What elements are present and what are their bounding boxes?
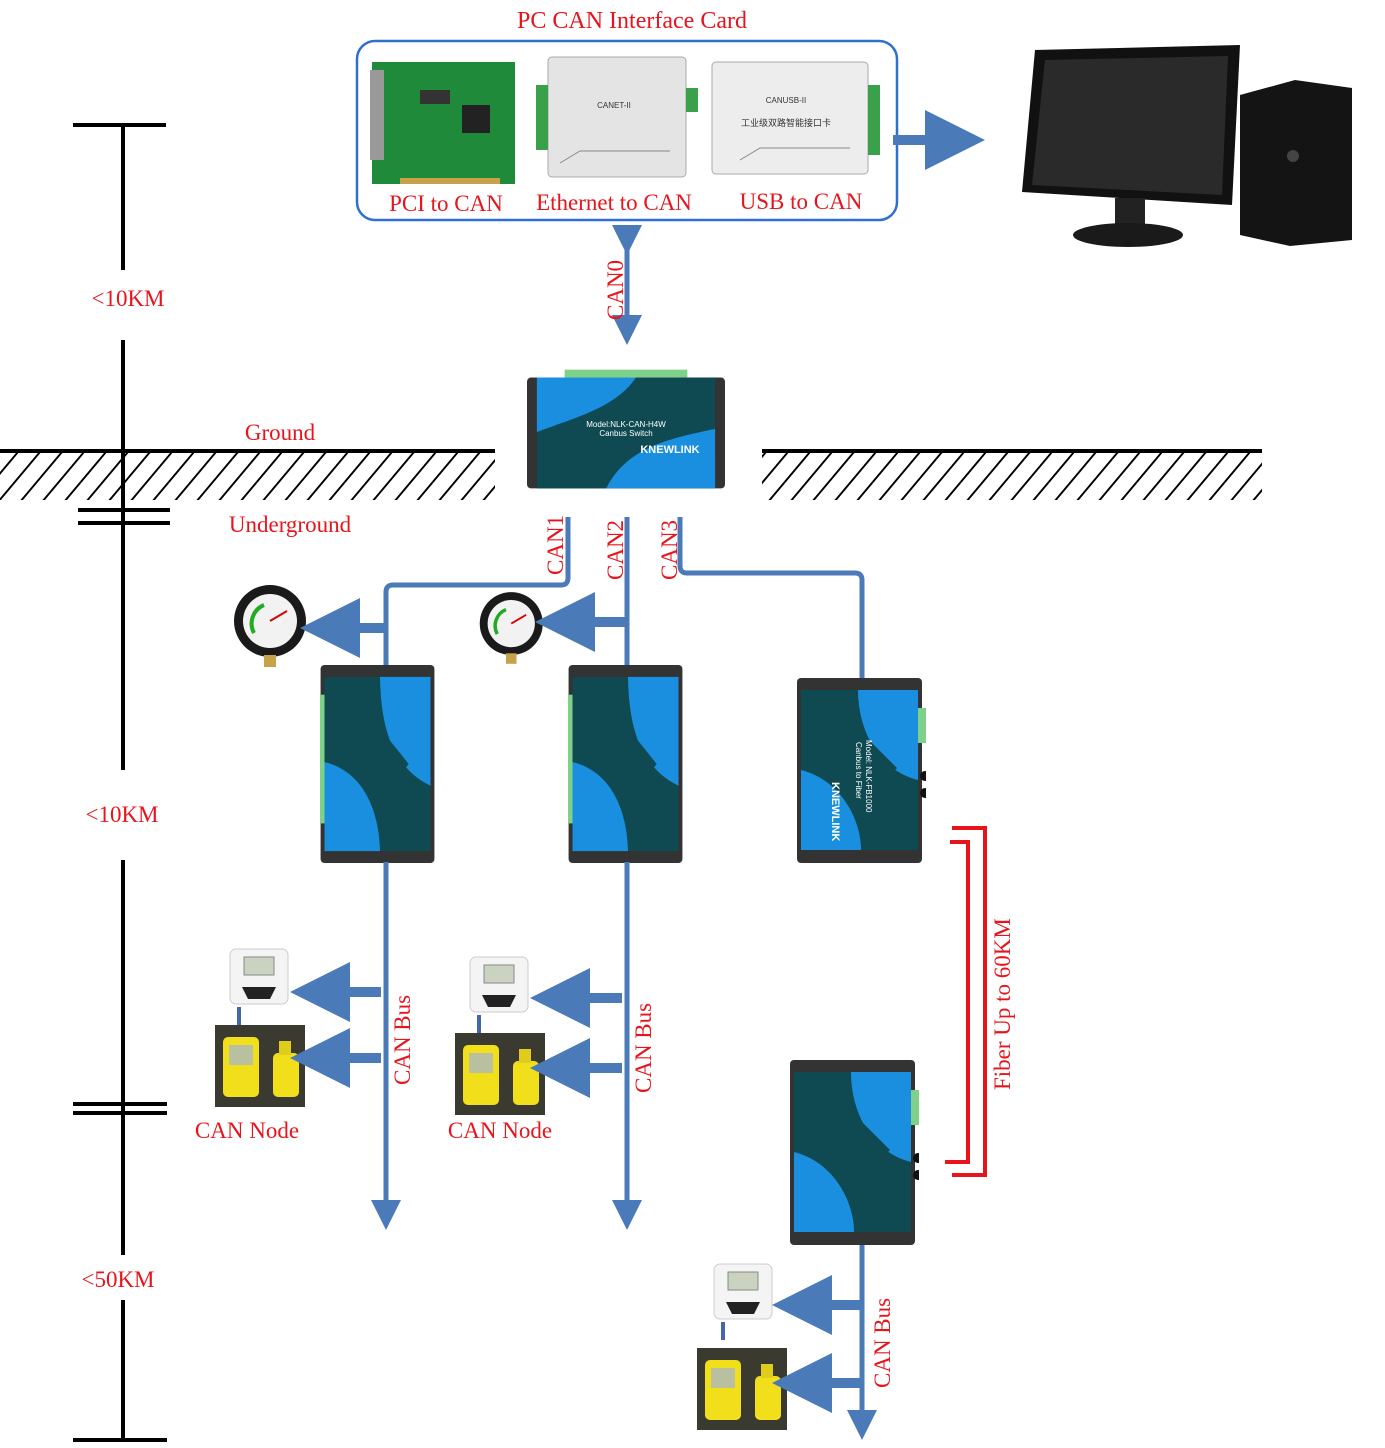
canbus-switch-middle xyxy=(568,665,683,863)
can3-label: CAN3 xyxy=(657,520,682,580)
ethernet-can-device-image: CANET-II xyxy=(536,56,698,178)
usb-device-subtext: 工业级双路智能接口卡 xyxy=(741,117,831,129)
temperature-sensor-3 xyxy=(713,1263,773,1341)
fiber-type-text: Canbus to Fiber xyxy=(854,742,863,799)
temperature-sensor-2 xyxy=(469,956,529,1034)
can-node-label-1: CAN Node xyxy=(195,1118,299,1143)
can1-line xyxy=(383,517,571,665)
interface-card-frame xyxy=(355,39,899,222)
distance-scale xyxy=(73,123,170,1442)
node-arrows xyxy=(290,962,860,1413)
ethernet-to-can-label: Ethernet to CAN xyxy=(536,190,692,215)
ground-left xyxy=(0,449,495,500)
can-bus-label-2: CAN Bus xyxy=(631,1003,656,1093)
underground-label: Underground xyxy=(229,512,352,537)
can-bus-label-3: CAN Bus xyxy=(870,1298,895,1388)
can-bus-label-1: CAN Bus xyxy=(390,995,415,1085)
diagram-title: PC CAN Interface Card xyxy=(517,8,747,34)
pressure-gauge-1 xyxy=(232,583,308,668)
switch-brand-text: KNEWLINK xyxy=(640,444,699,456)
fiber-model-text: Model: NLK-FB1000 xyxy=(864,740,873,813)
distance-label-3: <50KM xyxy=(81,1267,154,1292)
can-to-fiber-converter-bottom xyxy=(790,1060,919,1245)
can0-label: CAN0 xyxy=(603,260,628,320)
computer-image xyxy=(1022,45,1352,247)
ethernet-device-text: CANET-II xyxy=(597,101,631,110)
can1-label: CAN1 xyxy=(543,515,568,575)
fiber-distance-label: Fiber Up to 60KM xyxy=(990,918,1015,1090)
ground-right xyxy=(762,449,1262,500)
distance-label-2: <10KM xyxy=(85,802,158,827)
gas-detector-1 xyxy=(215,1025,305,1107)
temperature-sensor-1 xyxy=(229,948,289,1026)
distance-label-1: <10KM xyxy=(91,286,164,311)
canbus-switch-left xyxy=(320,665,435,863)
usb-to-can-label: USB to CAN xyxy=(740,189,863,214)
gas-detector-2 xyxy=(455,1033,545,1115)
ground-label: Ground xyxy=(245,420,316,445)
pressure-gauge-2 xyxy=(478,590,545,665)
can3-line xyxy=(677,517,865,680)
gas-detector-3 xyxy=(697,1348,787,1430)
pci-to-can-label: PCI to CAN xyxy=(389,191,503,216)
fiber-brand-text: KNEWLINK xyxy=(829,782,841,841)
usb-device-text: CANUSB-II xyxy=(766,96,806,105)
switch-type-text: Canbus Switch xyxy=(599,429,652,438)
can2-label: CAN2 xyxy=(603,520,628,580)
can-node-label-2: CAN Node xyxy=(448,1118,552,1143)
usb-can-device-image: CANUSB-II 工业级双路智能接口卡 xyxy=(711,61,880,175)
fiber-link xyxy=(945,826,987,1177)
pci-card-image xyxy=(370,62,515,184)
switch-model-text: Model:NLK-CAN-H4W xyxy=(586,420,666,429)
